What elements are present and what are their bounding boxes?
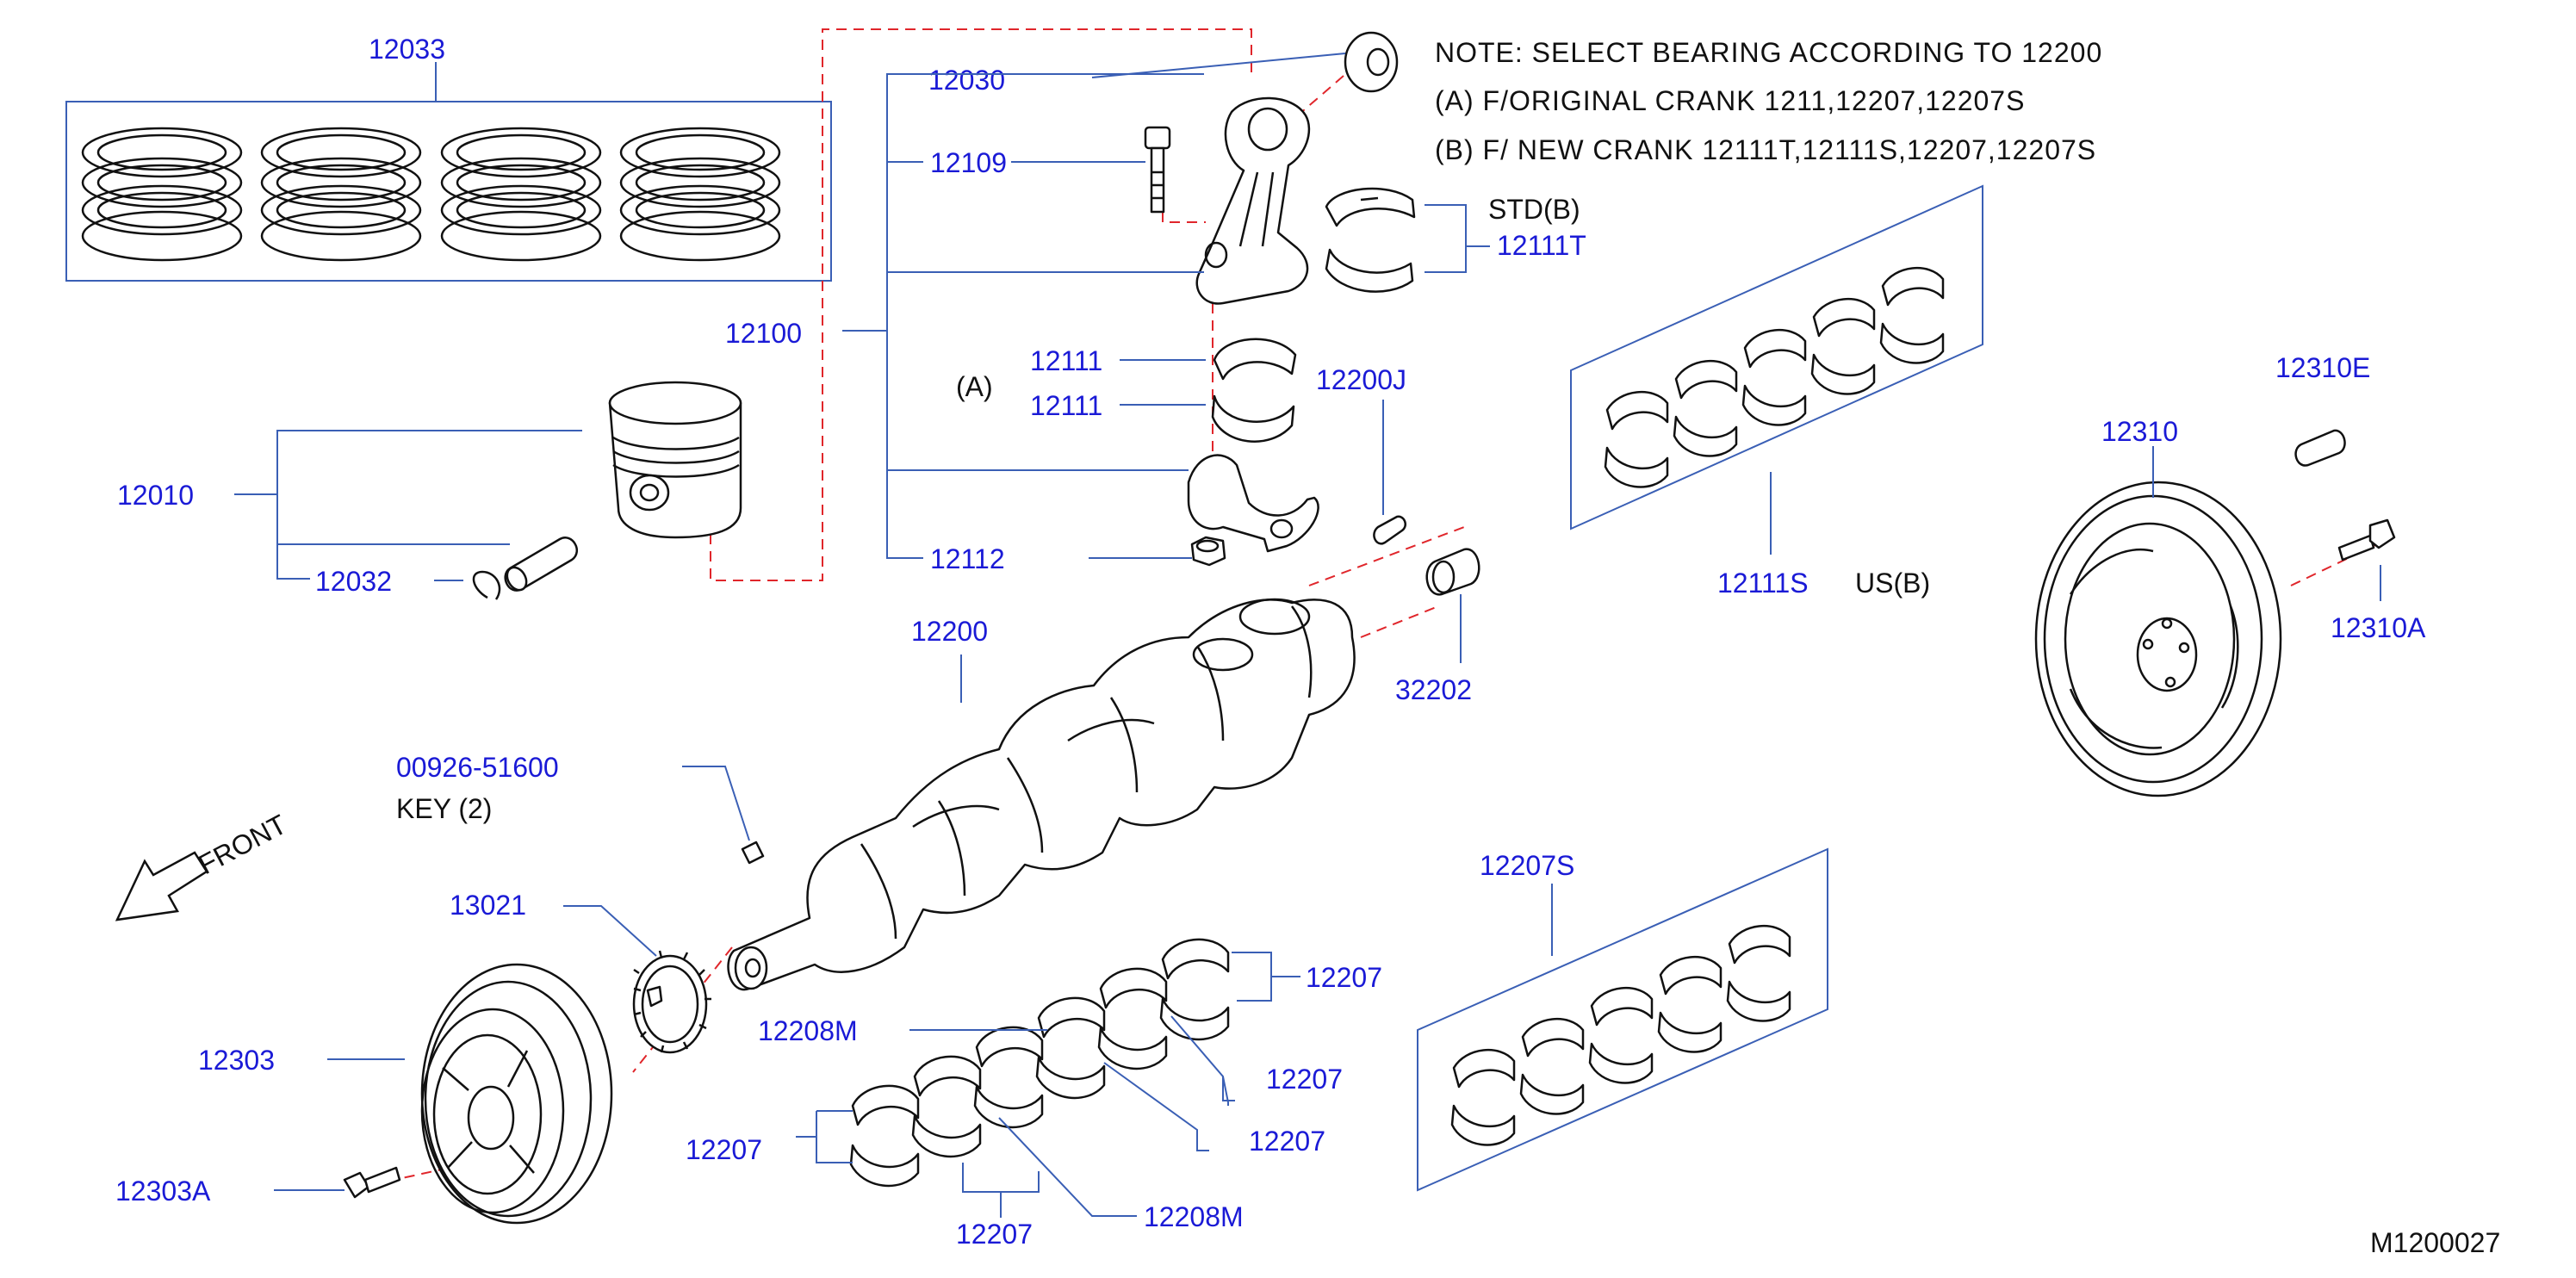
label-12100[interactable]: 12100 <box>725 318 802 349</box>
label-12303A[interactable]: 12303A <box>115 1176 211 1207</box>
bracket-12207-c <box>1103 1062 1209 1151</box>
crankshaft[interactable] <box>727 598 1356 991</box>
bearing-12111-upper[interactable] <box>1213 338 1297 381</box>
bracket-12010 <box>276 430 582 580</box>
flywheel-bolt-12310A[interactable] <box>2337 518 2396 561</box>
label-12111S[interactable]: 12111S <box>1717 568 1809 599</box>
label-12208M-a[interactable]: 12208M <box>758 1015 858 1046</box>
label-12111T[interactable]: 12111T <box>1497 230 1586 261</box>
connecting-rod-nut[interactable] <box>1190 536 1226 567</box>
label-a-marker: (A) <box>956 371 993 402</box>
label-12303[interactable]: 12303 <box>198 1045 275 1076</box>
bracket-12111T <box>1425 204 1467 273</box>
label-12207-b[interactable]: 12207 <box>1266 1064 1343 1095</box>
label-12030[interactable]: 12030 <box>928 65 1005 96</box>
label-12111-upper[interactable]: 12111 <box>1030 345 1102 376</box>
snap-ring[interactable] <box>472 570 501 600</box>
ring-set-2 <box>260 127 422 262</box>
piston[interactable] <box>608 381 742 539</box>
ring-set-3 <box>440 127 602 262</box>
ring-set-1 <box>81 127 243 262</box>
main-bearings[interactable] <box>849 938 1230 1188</box>
label-12109[interactable]: 12109 <box>930 147 1007 178</box>
bearing-12111-lower[interactable] <box>1211 394 1295 443</box>
leader-12208M-b <box>998 1117 1137 1217</box>
note-line-2: (A) F/ORIGINAL CRANK 1211,12207,12207S <box>1435 85 2025 116</box>
label-12033[interactable]: 12033 <box>369 34 445 65</box>
piston-ring-frame <box>65 101 832 282</box>
figure-code: M1200027 <box>2370 1227 2500 1258</box>
label-std-b: STD(B) <box>1488 194 1580 225</box>
pilot-bearing-32202[interactable] <box>1425 548 1480 596</box>
label-12310[interactable]: 12310 <box>2101 416 2178 447</box>
label-12200[interactable]: 12200 <box>911 616 988 647</box>
label-32202[interactable]: 32202 <box>1395 674 1472 705</box>
woodruff-key[interactable] <box>741 841 765 865</box>
connecting-rod-bolt[interactable] <box>1144 126 1171 214</box>
note-line-3: (B) F/ NEW CRANK 12111T,12111S,12207,122… <box>1435 134 2096 165</box>
piston-pin-bushing[interactable] <box>1344 31 1399 93</box>
bracket-12100-main <box>886 73 1204 559</box>
assembly-dashed-line-front <box>632 946 733 1073</box>
piston-ring-sets[interactable] <box>65 101 832 282</box>
label-us-b: US(B) <box>1855 568 1930 599</box>
front-arrow-icon <box>115 851 208 921</box>
label-12207-c[interactable]: 12207 <box>1249 1126 1325 1157</box>
bracket-12207-b-line <box>1170 1015 1229 1106</box>
bearing-set-12207S[interactable] <box>1417 847 1828 1192</box>
label-12207-e[interactable]: 12207 <box>956 1219 1033 1250</box>
bracket-12207-e <box>962 1163 1040 1193</box>
note-line-1: NOTE: SELECT BEARING ACCORDING TO 12200 <box>1435 37 2102 68</box>
leader-key <box>682 766 750 841</box>
crank-pulley[interactable] <box>420 963 613 1225</box>
label-12010[interactable]: 12010 <box>117 480 194 511</box>
label-12207-d[interactable]: 12207 <box>686 1134 762 1165</box>
assembly-dashed-line-32202 <box>1360 605 1439 638</box>
pulley-bolt-12303A[interactable] <box>343 1166 401 1199</box>
label-12112[interactable]: 12112 <box>930 543 1005 574</box>
label-12310E[interactable]: 12310E <box>2275 352 2370 383</box>
bracket-12207-d <box>816 1111 853 1163</box>
label-12208M-b[interactable]: 12208M <box>1144 1201 1244 1232</box>
label-12200J[interactable]: 12200J <box>1316 364 1406 395</box>
assembly-dashed-line-bolt <box>1162 160 1206 223</box>
label-12111-lower[interactable]: 12111 <box>1030 390 1102 421</box>
dowel-pin-12310E[interactable] <box>2294 429 2346 467</box>
flywheel[interactable] <box>2034 481 2282 797</box>
label-13021[interactable]: 13021 <box>450 890 526 921</box>
bracket-12207-b <box>1222 1076 1235 1101</box>
bearing-12111T[interactable] <box>1325 187 1416 293</box>
label-12207S[interactable]: 12207S <box>1480 850 1574 881</box>
label-12310A[interactable]: 12310A <box>2331 612 2426 643</box>
assembly-dashed-line-pilot <box>1308 526 1465 586</box>
frame-12207S <box>1417 847 1828 1192</box>
ring-set-4 <box>619 127 781 262</box>
connecting-rod[interactable] <box>1195 96 1311 305</box>
label-12032[interactable]: 12032 <box>315 566 392 597</box>
crank-sprocket[interactable] <box>632 950 711 1054</box>
piston-pin[interactable] <box>503 537 578 593</box>
bearing-set-12111S[interactable] <box>1570 184 1983 530</box>
connecting-rod-cap[interactable] <box>1187 454 1319 553</box>
pilot-bushing-12200J[interactable] <box>1373 515 1406 545</box>
assembly-dashed-line-piston <box>710 28 1252 581</box>
label-12207-a[interactable]: 12207 <box>1306 962 1382 993</box>
label-key: KEY (2) <box>396 793 492 824</box>
label-front: FRONT <box>193 809 291 881</box>
label-00926-51600[interactable]: 00926-51600 <box>396 752 559 783</box>
leader-13021 <box>563 905 657 957</box>
frame-12111S <box>1570 184 1983 530</box>
bracket-12207-a <box>1232 952 1272 1002</box>
